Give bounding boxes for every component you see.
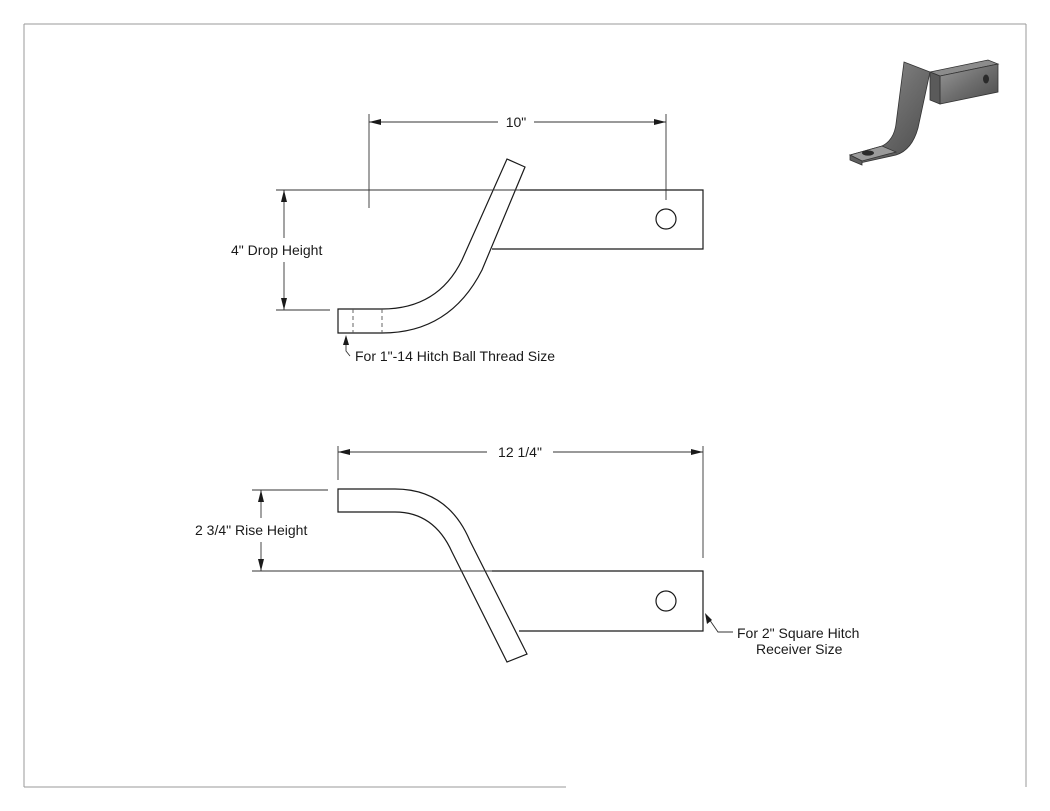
- top-height-dim-text: 4" Drop Height: [231, 242, 322, 258]
- iso-ball-hole: [862, 150, 874, 156]
- isometric-preview: [848, 59, 1000, 166]
- top-height-arrow-up: [281, 190, 287, 202]
- bottom-arm-outline: [337, 488, 528, 663]
- top-callout-arrow: [343, 335, 349, 345]
- iso-shank-face: [929, 71, 941, 105]
- top-view: 10" 4" Drop Height For 1"-14 Hitch Ball …: [231, 114, 704, 364]
- bottom-height-arrow-down: [258, 559, 264, 571]
- bottom-callout-arrow: [705, 613, 712, 624]
- bottom-view: 12 1/4" 2 3/4" Rise Height For 2" Square…: [195, 444, 859, 663]
- bottom-callout-leader: [708, 618, 733, 633]
- top-pin-hole: [655, 208, 677, 230]
- iso-arm: [849, 61, 931, 164]
- bottom-shank-outline: [492, 570, 704, 632]
- bottom-width-dim-text: 12 1/4": [498, 444, 542, 460]
- bottom-callout-text-line2: Receiver Size: [756, 641, 843, 657]
- iso-pin-hole: [983, 74, 989, 84]
- top-width-arrow-left: [369, 119, 381, 125]
- bottom-height-arrow-up: [258, 490, 264, 502]
- sheet-frame: [23, 23, 1027, 788]
- bottom-callout-text-line1: For 2" Square Hitch: [737, 625, 859, 641]
- top-width-arrow-right: [654, 119, 666, 125]
- top-arm-outline: [337, 158, 526, 334]
- top-height-arrow-down: [281, 298, 287, 310]
- bottom-height-dim-text: 2 3/4" Rise Height: [195, 522, 307, 538]
- bottom-width-arrow-right: [691, 449, 703, 455]
- bottom-width-arrow-left: [338, 449, 350, 455]
- top-width-dim-text: 10": [506, 114, 527, 130]
- bottom-pin-hole: [655, 590, 677, 612]
- top-callout-text: For 1"-14 Hitch Ball Thread Size: [355, 348, 555, 364]
- top-shank-outline: [492, 189, 704, 250]
- iso-platform-side: [849, 154, 863, 166]
